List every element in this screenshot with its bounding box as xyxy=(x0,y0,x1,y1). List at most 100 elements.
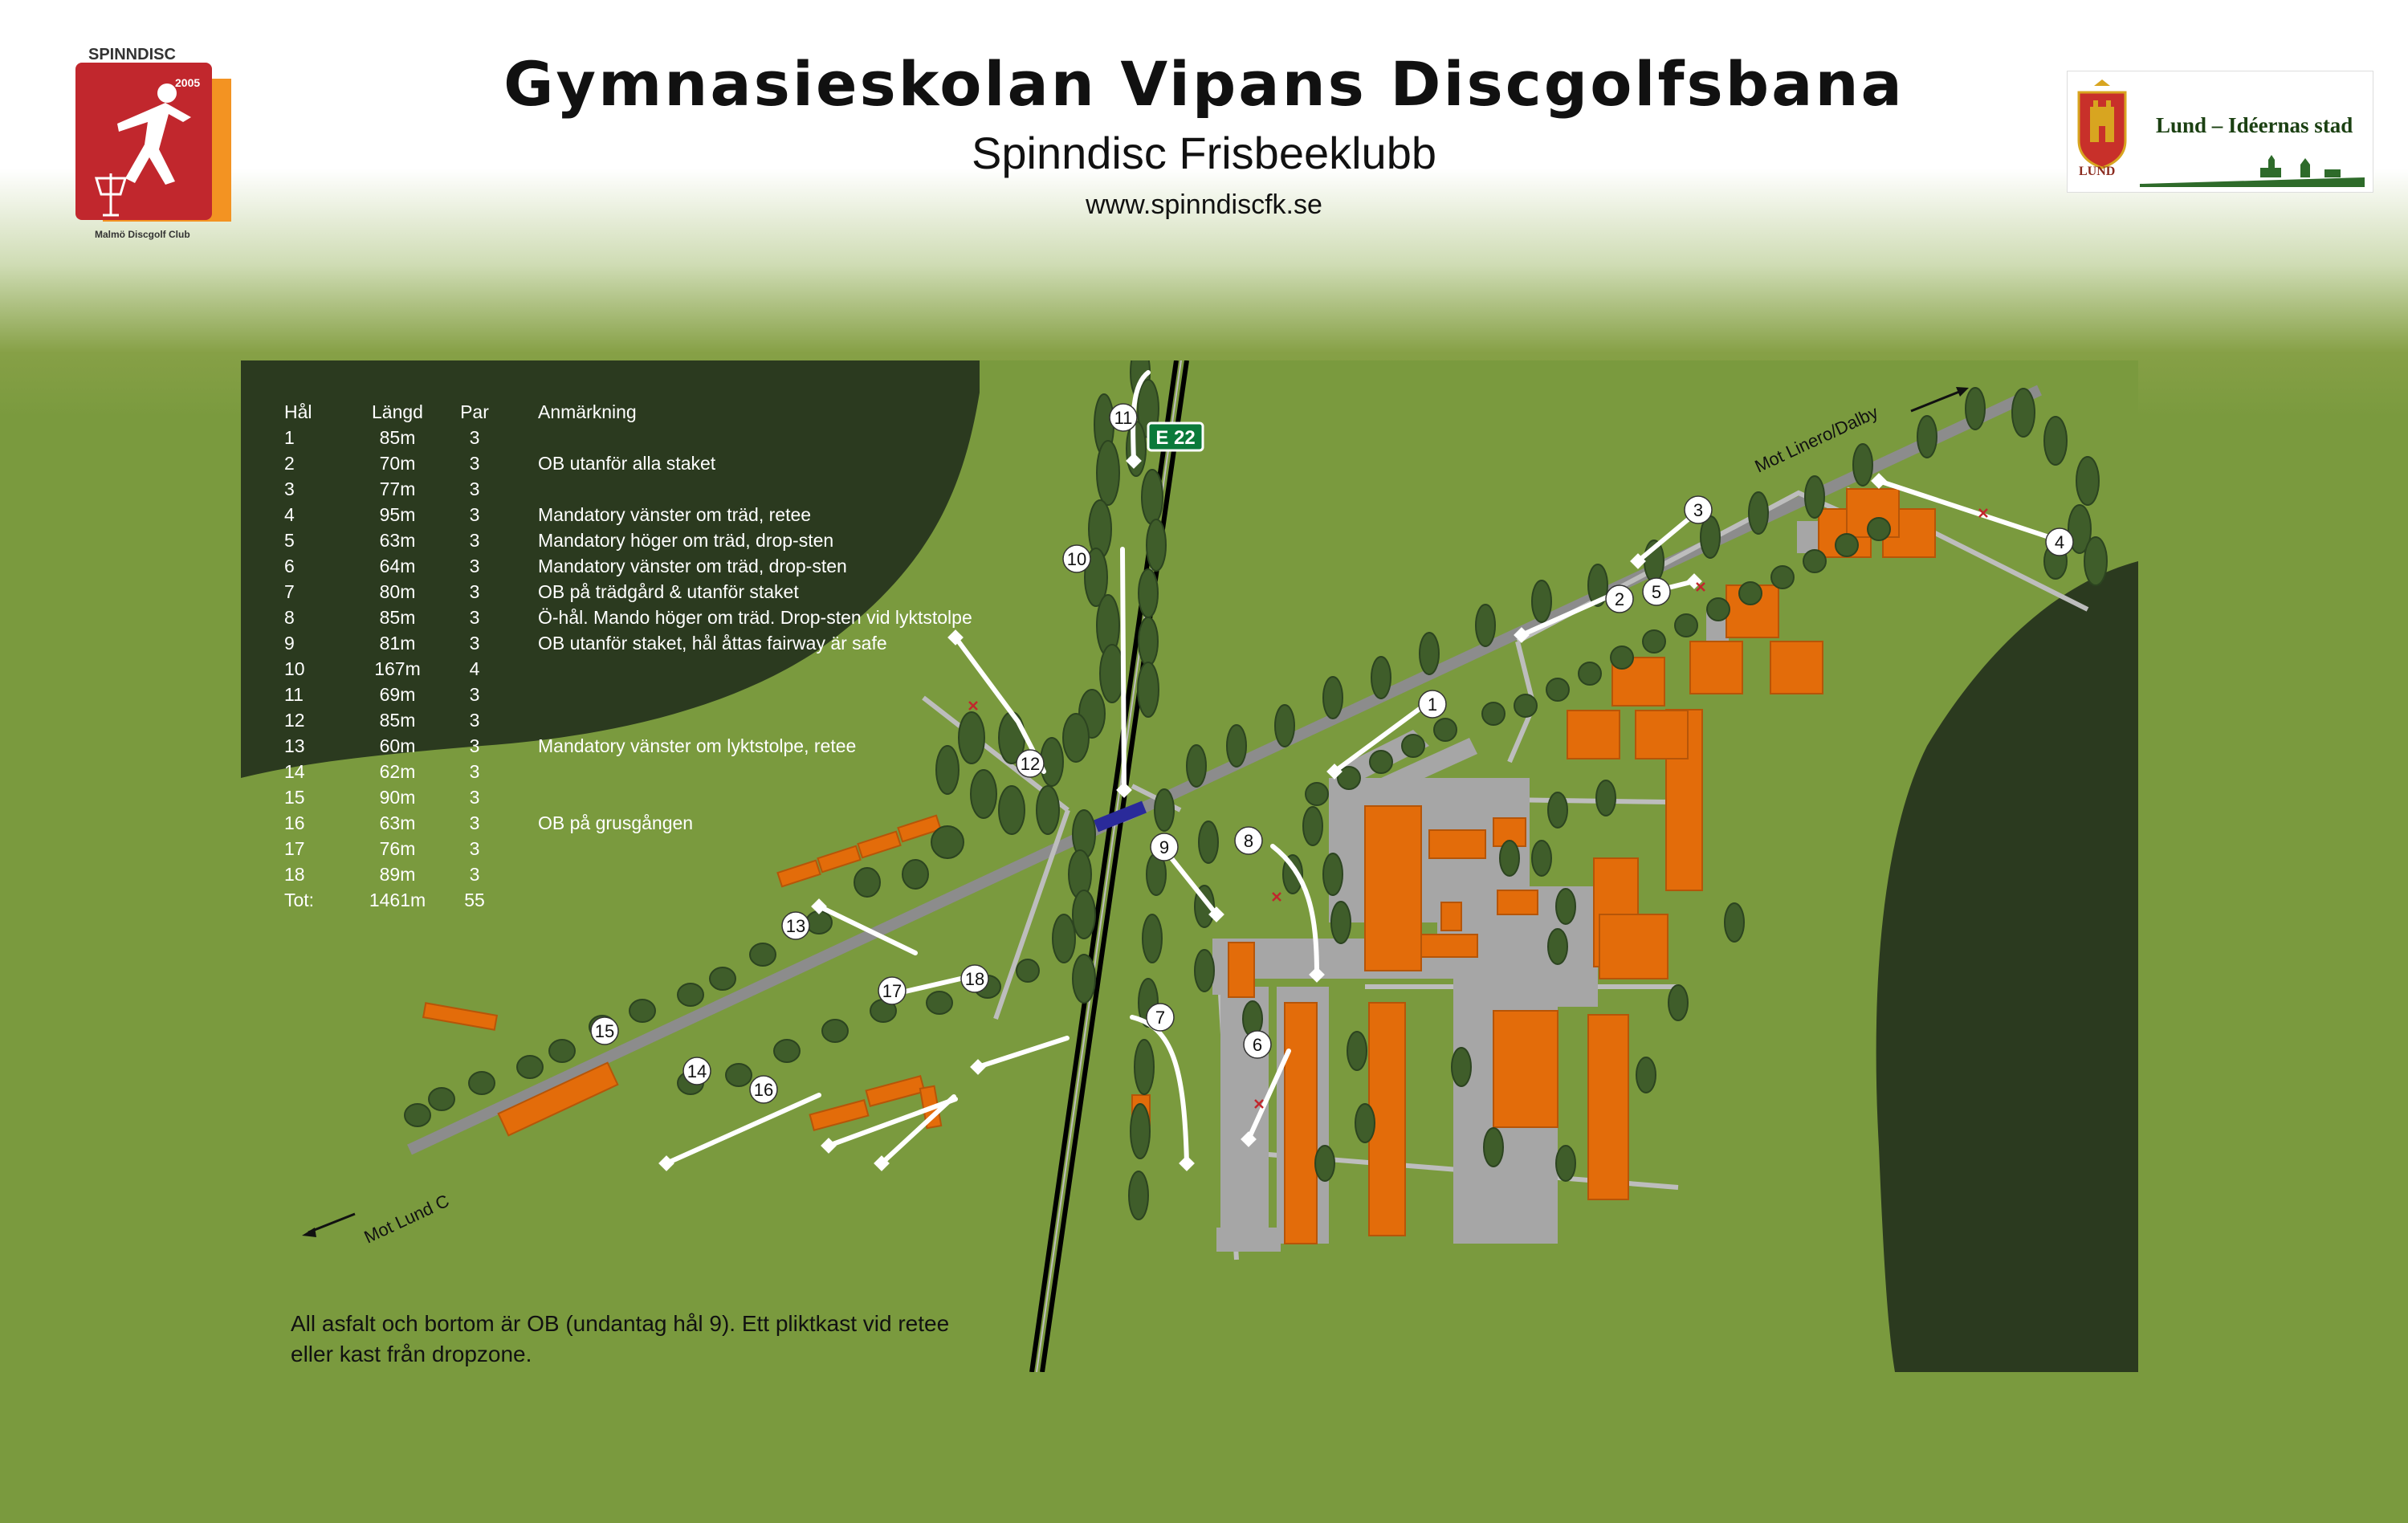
hole-marker-1: 1 xyxy=(1418,690,1447,719)
tee-marker xyxy=(811,898,827,914)
hole-par: 3 xyxy=(469,760,480,782)
hole-marker-circle xyxy=(1150,833,1179,861)
hole-length: 89m xyxy=(379,863,416,885)
hole-length: 63m xyxy=(379,529,416,551)
hole-par: 3 xyxy=(469,786,480,808)
hole-marker-circle xyxy=(2045,527,2074,556)
hole-number: 7 xyxy=(284,580,295,602)
legend-header-note: Anmärkning xyxy=(538,401,637,422)
hole-marker-label: 17 xyxy=(882,981,902,1001)
tee-marker xyxy=(970,1059,986,1075)
legend-header-row: Hål Längd Par Anmärkning xyxy=(284,399,972,425)
hole-note: Ö-hål. Mando höger om träd. Drop-sten vi… xyxy=(538,606,972,628)
hole-par: 3 xyxy=(469,606,480,628)
tree xyxy=(1738,581,1762,605)
hole-par: 3 xyxy=(469,735,480,756)
hole-number: 16 xyxy=(284,812,305,833)
tree xyxy=(1451,1047,1472,1087)
hole-marker-16: 16 xyxy=(749,1075,778,1104)
tree xyxy=(1128,1171,1149,1220)
hole-marker-7: 7 xyxy=(1146,1003,1175,1032)
hole-note xyxy=(506,836,972,861)
hole-marker-3: 3 xyxy=(1684,495,1713,524)
ob-footnote: All asfalt och bortom är OB (undantag hå… xyxy=(291,1311,950,1366)
hole-par: 3 xyxy=(469,478,480,499)
hole-length: 85m xyxy=(379,426,416,448)
tree xyxy=(1483,1127,1504,1167)
legend-row: 17 76m 3 xyxy=(284,836,972,861)
hole-marker-10: 10 xyxy=(1062,544,1091,573)
hole-number: 15 xyxy=(284,786,305,808)
hole-marker-15: 15 xyxy=(590,1016,619,1045)
tree xyxy=(902,859,929,890)
tree xyxy=(677,983,704,1007)
tree xyxy=(1401,734,1425,758)
tree xyxy=(749,943,776,967)
hole-number: 17 xyxy=(284,837,305,859)
tree xyxy=(1531,840,1552,877)
tree xyxy=(516,1055,544,1079)
tee-marker xyxy=(1208,906,1224,922)
hole-marker-label: 13 xyxy=(786,916,805,936)
logo-caption: Malmö Discgolf Club xyxy=(95,229,190,240)
dark-zone-east xyxy=(1876,561,2138,1372)
hole-marker-4: 4 xyxy=(2045,527,2074,556)
tree xyxy=(1706,597,1730,621)
hole-marker-label: 1 xyxy=(1428,694,1437,715)
tee-marker xyxy=(1514,627,1530,643)
hole-marker-8: 8 xyxy=(1234,826,1263,855)
hole-marker-circle xyxy=(878,976,907,1005)
hole-number: 13 xyxy=(284,735,305,756)
hole-length: 76m xyxy=(379,837,416,859)
hole-number: 10 xyxy=(284,658,305,679)
hole-par: 3 xyxy=(469,837,480,859)
tree xyxy=(1186,744,1207,788)
tree xyxy=(1770,565,1795,589)
tee-marker xyxy=(658,1155,674,1171)
tree xyxy=(1274,704,1295,747)
tree xyxy=(931,825,964,859)
hole-marker-12: 12 xyxy=(1016,749,1045,778)
tree xyxy=(1302,806,1323,846)
tree xyxy=(1499,840,1520,877)
website-link[interactable]: www.spinndiscfk.se xyxy=(1086,189,1322,220)
tree xyxy=(1419,632,1440,675)
hole-length: 77m xyxy=(379,478,416,499)
tree xyxy=(2076,456,2100,506)
tree xyxy=(2068,504,2092,554)
hole-number: 12 xyxy=(284,709,305,731)
lund-shield-icon xyxy=(2077,79,2127,169)
hole-marker-circle xyxy=(1234,826,1263,855)
tree xyxy=(1433,718,1457,742)
hole-marker-13: 13 xyxy=(781,911,810,940)
total-label: Tot: xyxy=(284,889,315,910)
tree xyxy=(1322,853,1343,896)
lund-slogan: Lund – Idéernas stad xyxy=(2156,113,2353,137)
hole-length: 69m xyxy=(379,683,416,705)
tree xyxy=(1642,629,1666,654)
tree xyxy=(773,1039,801,1063)
hole-par: 3 xyxy=(469,555,480,576)
hole-par: 3 xyxy=(469,580,480,602)
hole-length: 70m xyxy=(379,452,416,474)
tee-marker xyxy=(821,1138,837,1154)
hole-marker-circle xyxy=(682,1057,711,1085)
tee-marker xyxy=(1326,764,1343,780)
tree xyxy=(1154,788,1175,832)
hole-marker-circle xyxy=(1109,403,1138,432)
hole-length: 60m xyxy=(379,735,416,756)
hole-marker-2: 2 xyxy=(1605,584,1634,613)
hole-marker-label: 11 xyxy=(1114,408,1133,428)
hole-marker-5: 5 xyxy=(1642,577,1671,606)
tree xyxy=(1965,387,1986,430)
tree xyxy=(958,711,985,764)
mando-marker xyxy=(968,701,978,711)
hole-marker-circle xyxy=(960,964,989,993)
hole-length: 81m xyxy=(379,632,416,654)
spinndisc-logo: SPINNDISC 2005 Malmö Discgolf Club xyxy=(71,45,244,246)
